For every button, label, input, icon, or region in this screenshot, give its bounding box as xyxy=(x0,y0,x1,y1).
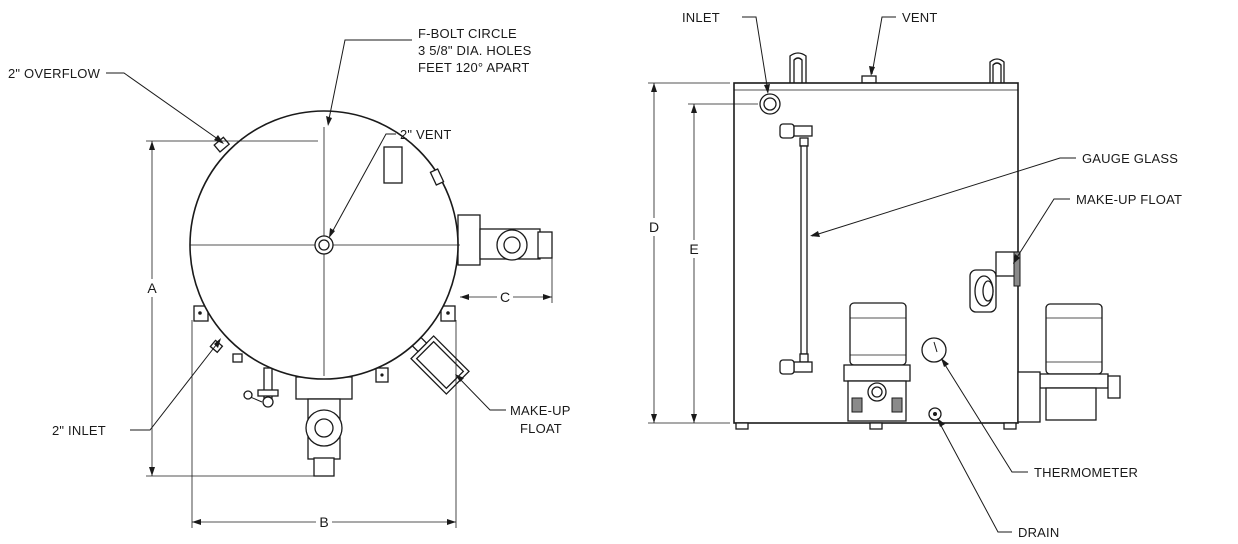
dimension-e-label: E xyxy=(689,241,698,257)
makeup-float-side xyxy=(969,251,1021,313)
float-label-top: FLOAT xyxy=(520,421,562,436)
nameplate xyxy=(383,146,403,184)
drain-label: DRAIN xyxy=(1018,525,1059,540)
dimension-b-label: B xyxy=(319,514,328,530)
side-view: D E INLET VENT GAUGE GLASS MAKE-UP FLOAT… xyxy=(646,10,1182,540)
top-view: A B C F-BOLT CIRCLE 3 5/8" DIA. HOLES FE… xyxy=(8,26,571,531)
pump-motor-center xyxy=(843,302,911,422)
vent-label-side: VENT xyxy=(902,10,937,25)
makeup-float-label: MAKE-UP FLOAT xyxy=(1076,192,1182,207)
dimension-a-label: A xyxy=(147,280,157,296)
dimension-d-label: D xyxy=(649,219,659,235)
pump-motor-right xyxy=(1017,303,1121,423)
drain-valve xyxy=(243,367,279,408)
makeup-label-top: MAKE-UP xyxy=(510,403,571,418)
vent-label-top: 2" VENT xyxy=(400,127,452,142)
side-inlet-fitting xyxy=(457,214,553,266)
gauge-glass xyxy=(779,123,813,375)
makeup-float-body xyxy=(410,335,470,395)
dimension-c-label: C xyxy=(500,289,510,305)
f-bolt-circle-label: F-BOLT CIRCLE xyxy=(418,26,517,41)
thermometer-label: THERMOMETER xyxy=(1034,465,1138,480)
thermometer xyxy=(921,337,947,363)
bottom-outlet-fitting xyxy=(295,376,353,477)
gauge-glass-label: GAUGE GLASS xyxy=(1082,151,1178,166)
inlet-label-side: INLET xyxy=(682,10,720,25)
f-bolt-feet-label: FEET 120° APART xyxy=(418,60,530,75)
overflow-label: 2" OVERFLOW xyxy=(8,66,101,81)
inlet-label-top: 2" INLET xyxy=(52,423,106,438)
f-bolt-holes-label: 3 5/8" DIA. HOLES xyxy=(418,43,532,58)
